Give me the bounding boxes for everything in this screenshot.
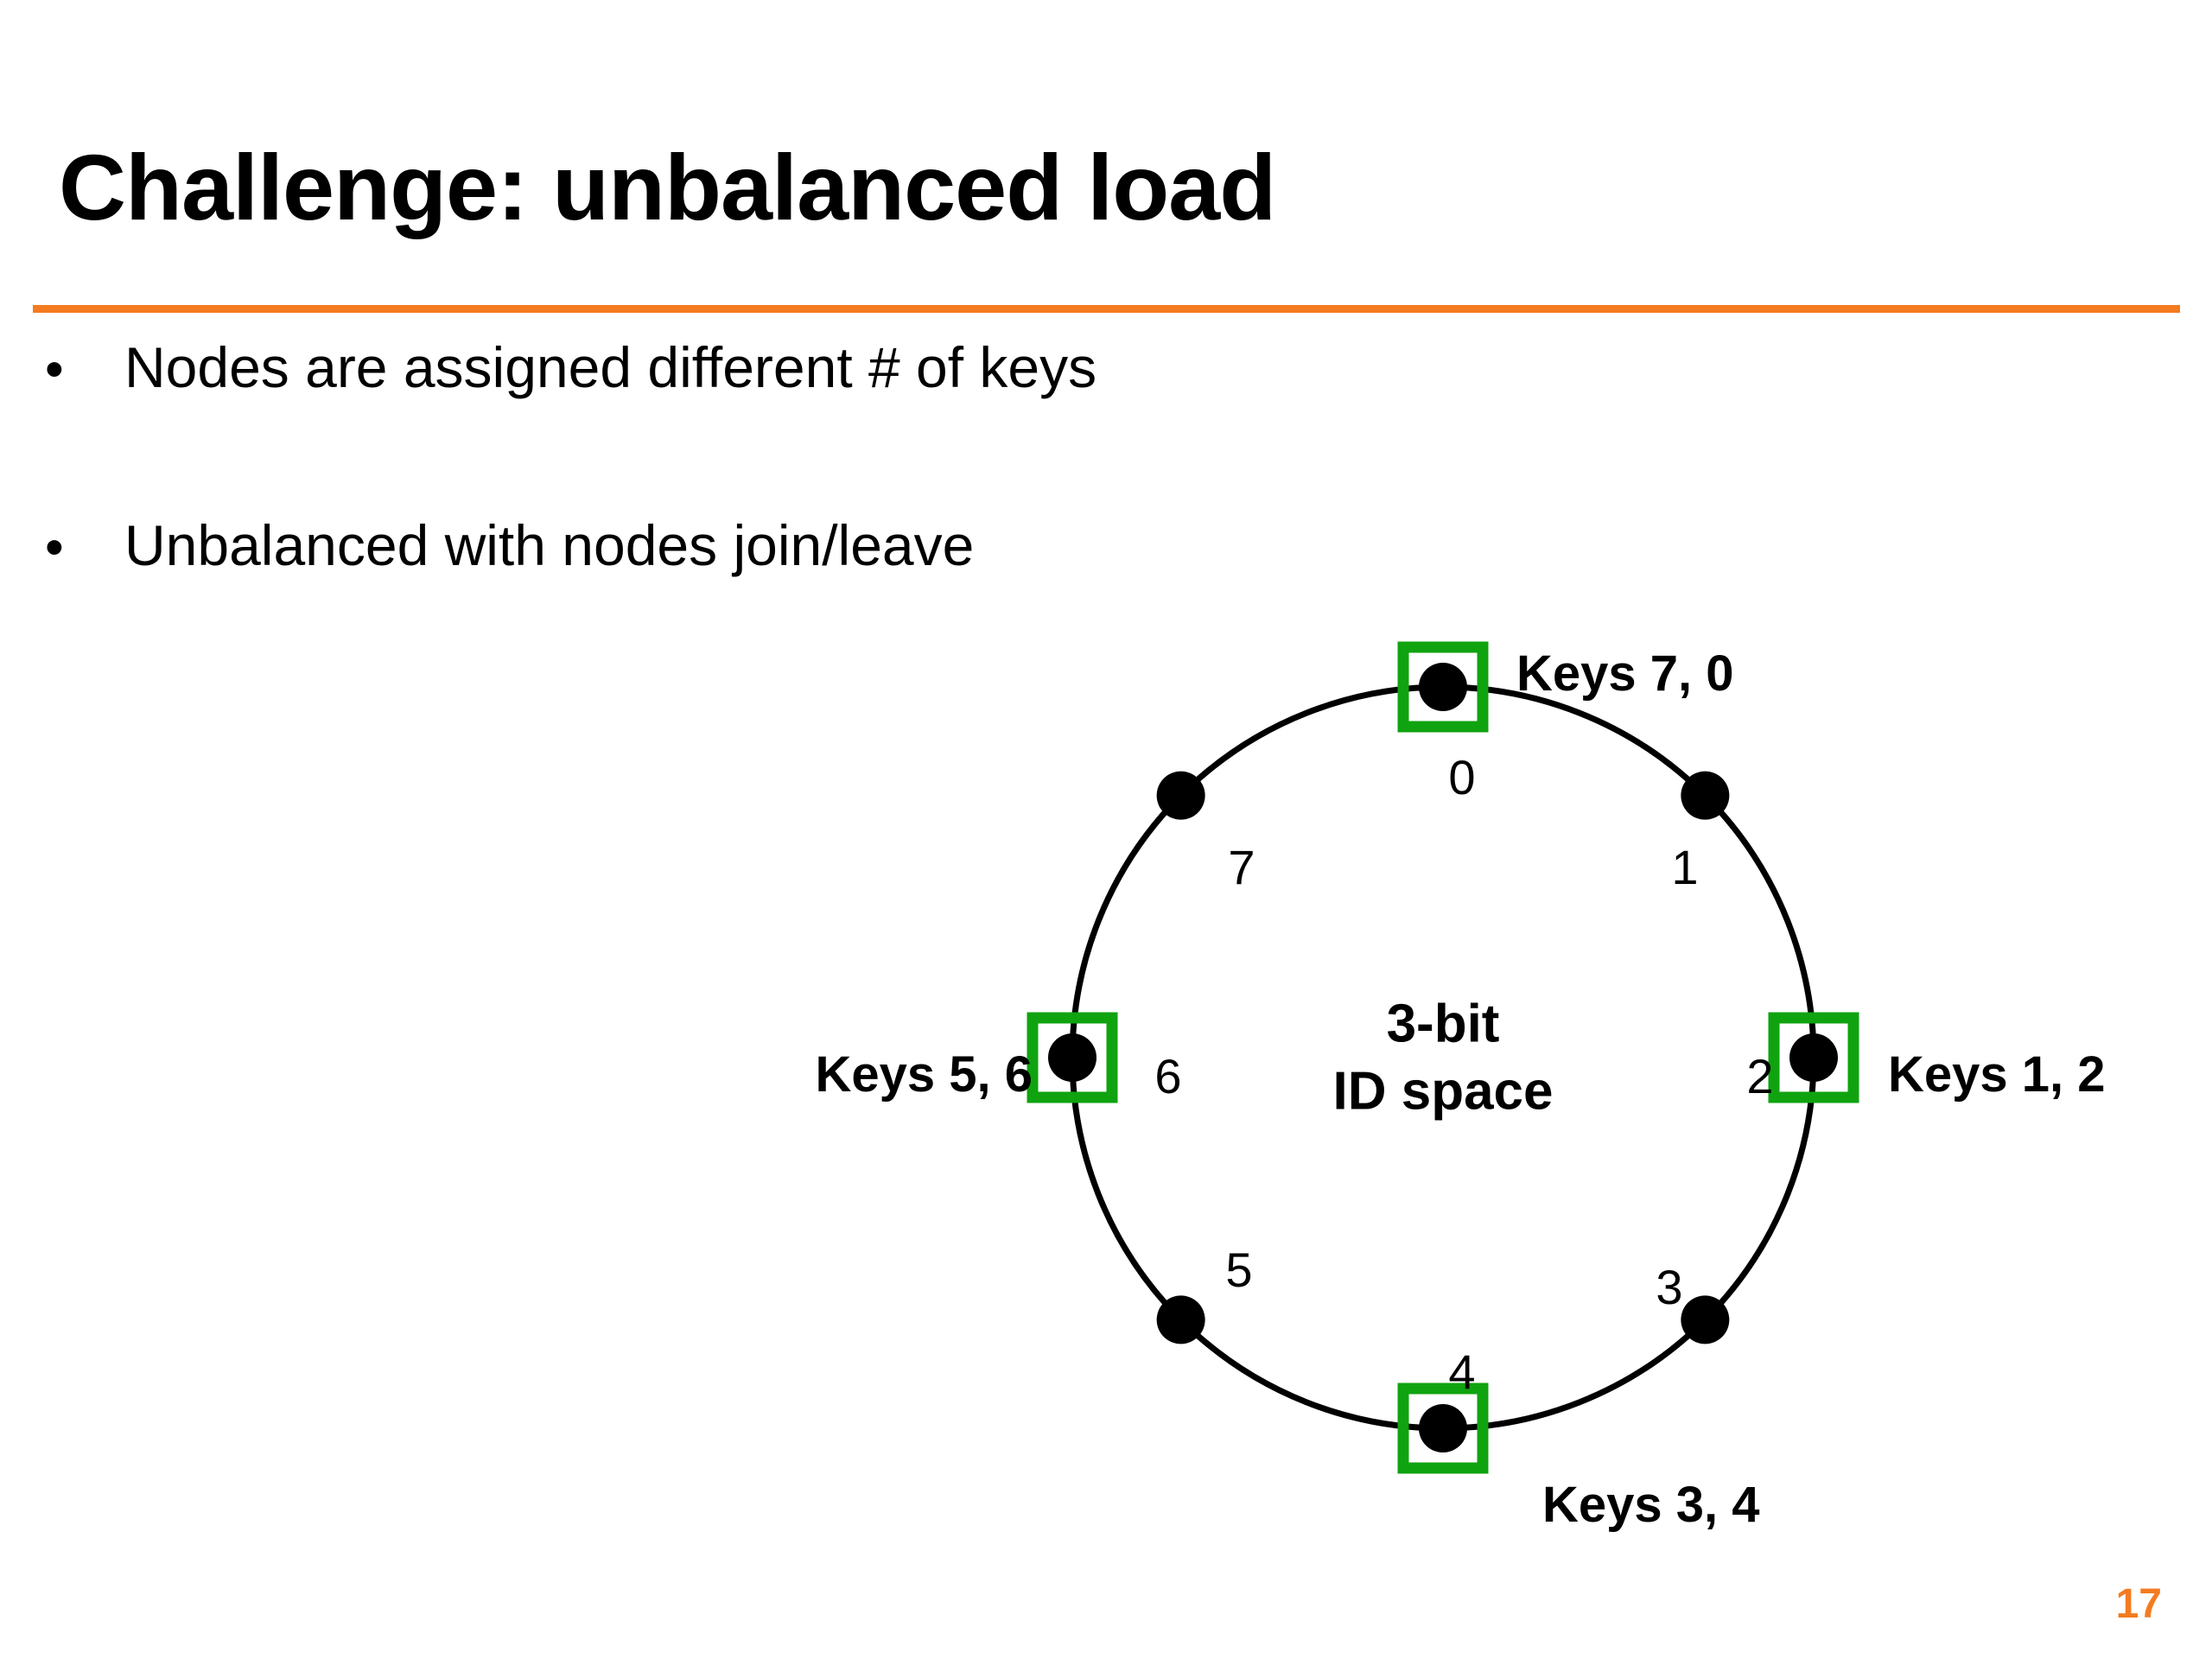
ring-index-label-3: 3	[1656, 1260, 1683, 1314]
ring-node-highlight-boxes	[1027, 641, 1859, 1474]
node-highlight-box-2	[1768, 1012, 1859, 1103]
ring-node-5	[1156, 1295, 1205, 1344]
node-highlight-box-4	[1397, 1382, 1489, 1474]
ring-index-label-5: 5	[1225, 1243, 1253, 1297]
ring-node-2	[1789, 1033, 1838, 1082]
slide-number: 17	[2115, 1581, 2162, 1627]
ring-node-dots	[1048, 663, 1838, 1452]
bullet-text-2: Unbalanced with nodes join/leave	[124, 513, 975, 577]
bullet-item-2: • Unbalanced with nodes join/leave	[45, 517, 974, 575]
center-label-line1: 3-bit	[1386, 994, 1500, 1054]
title-divider-rule	[33, 305, 2180, 313]
ring-node-7	[1156, 771, 1205, 820]
node-highlight-box-0	[1397, 641, 1489, 733]
id-space-ring-circle	[1069, 683, 1817, 1432]
ring-index-label-0: 0	[1448, 750, 1476, 804]
node-highlight-box-6	[1027, 1012, 1118, 1103]
ring-key-label-0: Keys 7, 0	[1516, 645, 1734, 702]
ring-index-label-6: 6	[1154, 1049, 1182, 1103]
ring-key-label-3: Keys 5, 6	[815, 1046, 1033, 1103]
center-label-line2: ID space	[1332, 1061, 1554, 1121]
bullet-marker-icon: •	[45, 518, 64, 577]
bullet-text-1: Nodes are assigned different # of keys	[124, 335, 1097, 399]
ring-node-3	[1681, 1295, 1730, 1344]
ring-node-1	[1681, 771, 1730, 820]
ring-index-label-2: 2	[1746, 1049, 1774, 1103]
ring-node-0	[1419, 663, 1467, 711]
bullet-marker-icon: •	[45, 340, 64, 399]
ring-key-label-2: Keys 3, 4	[1542, 1477, 1760, 1533]
ring-index-label-1: 1	[1671, 840, 1699, 894]
center-id-space-label: 3-bit ID space	[1332, 991, 1553, 1125]
ring-node-6	[1048, 1033, 1096, 1082]
ring-index-label-7: 7	[1228, 840, 1255, 894]
ring-index-label-4: 4	[1448, 1344, 1476, 1399]
page-title: Challenge: unbalanced load	[59, 135, 1276, 239]
ring-key-label-1: Keys 1, 2	[1888, 1046, 2106, 1103]
ring-node-4	[1419, 1404, 1467, 1452]
bullet-item-1: • Nodes are assigned different # of keys	[45, 339, 1096, 397]
